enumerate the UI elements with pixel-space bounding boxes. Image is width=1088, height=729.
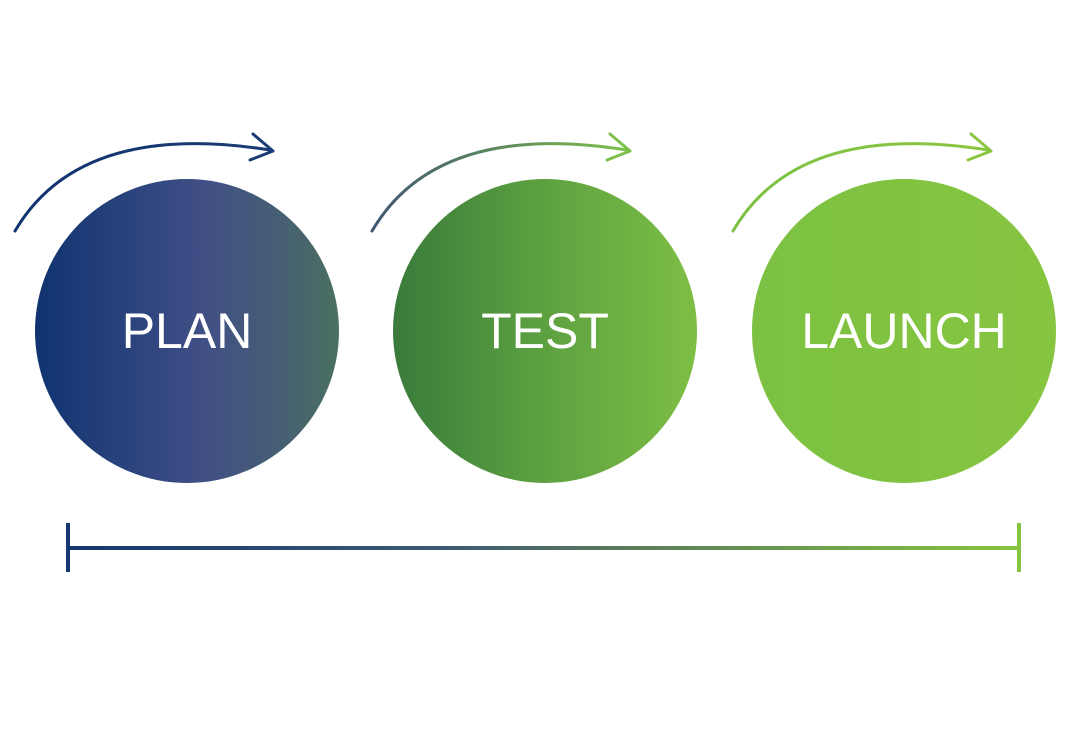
test-arrow-icon <box>370 142 629 233</box>
plan-label: PLAN <box>122 303 253 359</box>
launch-circle <box>752 179 1056 483</box>
test-arrowhead-icon <box>605 132 632 162</box>
launch-arrowhead-icon <box>966 132 993 162</box>
test-circle <box>393 179 697 483</box>
plan-arrowhead-icon <box>248 132 275 162</box>
plan-arrow-icon <box>13 142 272 233</box>
launch-label: LAUNCH <box>801 303 1007 359</box>
stage-launch: LAUNCH <box>731 132 1056 483</box>
stage-test: TEST <box>370 132 697 483</box>
stage-plan: PLAN <box>13 132 339 483</box>
test-label: TEST <box>481 303 609 359</box>
timeline <box>66 523 1021 572</box>
plan-circle <box>35 179 339 483</box>
launch-arrow-icon <box>731 142 990 233</box>
